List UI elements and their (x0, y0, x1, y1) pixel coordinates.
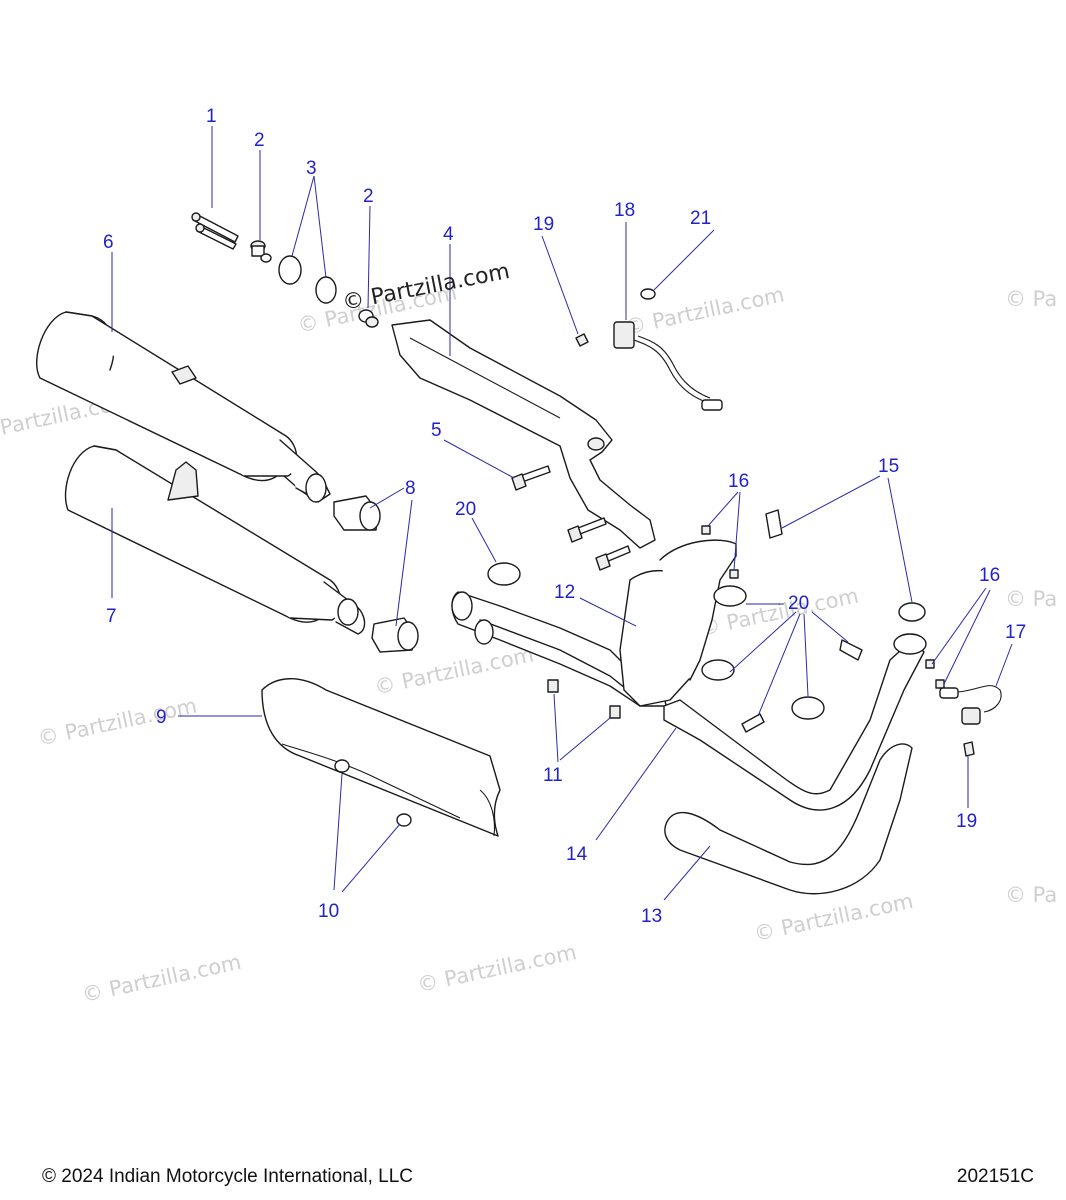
part-17-o2-sensor (939, 685, 1002, 725)
diagram-id: 202151C (956, 1166, 1034, 1187)
callout-18: 18 (614, 200, 635, 221)
part-8-clamps (333, 495, 419, 653)
callout-10: 10 (318, 901, 339, 922)
callout-16-right: 16 (979, 565, 1000, 586)
callout-20-right: 20 (788, 593, 809, 614)
part-13-heat-shield (664, 743, 913, 895)
watermark-edge: © Pa (1005, 883, 1057, 907)
callout-20-left: 20 (455, 499, 476, 520)
callout-2: 2 (254, 130, 265, 151)
watermark-edge: © Pa (1005, 287, 1057, 311)
part-2-washer (358, 309, 379, 328)
part-9-heat-shield (261, 678, 501, 837)
part-6-muffler (36, 311, 331, 503)
part-1-bolts (191, 212, 239, 250)
callout-labels: 1 2 3 2 4 6 19 18 21 5 15 16 8 20 12 20 … (103, 106, 1026, 927)
part-3-grommets (278, 255, 337, 304)
callout-5: 5 (431, 420, 442, 441)
callout-6: 6 (103, 232, 114, 253)
part-20-clamps (487, 562, 863, 733)
part-10-nuts (334, 759, 412, 827)
callout-15: 15 (878, 456, 899, 477)
callout-19-lower: 19 (956, 811, 977, 832)
part-5-bolts (511, 465, 631, 571)
callout-12: 12 (554, 582, 575, 603)
callout-17: 17 (1005, 622, 1026, 643)
callout-9: 9 (156, 707, 167, 728)
callout-13: 13 (641, 906, 662, 927)
callout-11: 11 (543, 765, 563, 786)
callout-1: 1 (206, 106, 217, 127)
part-12-front-pipe (451, 539, 737, 707)
callout-4: 4 (443, 224, 454, 245)
leader-lines (111, 126, 1013, 901)
callout-8: 8 (405, 478, 416, 499)
part-21-clip (640, 288, 656, 300)
watermark: © Partzilla.com (752, 889, 916, 946)
part-7-muffler (64, 445, 366, 635)
callout-21: 21 (690, 208, 711, 229)
part-14-head-pipe (663, 633, 927, 811)
callout-14: 14 (566, 844, 588, 865)
callout-16-left: 16 (728, 471, 749, 492)
part-2-spacer (250, 240, 272, 263)
callout-19-upper: 19 (533, 214, 554, 235)
watermark: © Partzilla.com (80, 950, 244, 1007)
watermark: © Partzilla.com (36, 694, 200, 751)
callout-3: 3 (306, 158, 317, 179)
part-15-gasket (765, 509, 926, 622)
part-19-screws (575, 333, 975, 757)
watermark-edge: © Pa (1005, 587, 1057, 611)
copyright-footer: © 2024 Indian Motorcycle International, … (42, 1166, 413, 1187)
part-11-clips (547, 679, 621, 719)
watermark: © Partzilla.com (415, 940, 579, 997)
callout-2-washer: 2 (363, 186, 374, 207)
part-18-o2-sensor (613, 321, 723, 411)
callout-7: 7 (106, 606, 117, 627)
part-4-bracket (391, 319, 656, 549)
